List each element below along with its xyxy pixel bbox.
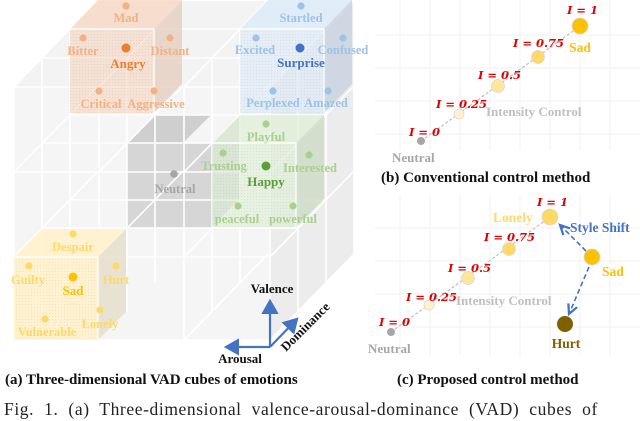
cluster-happy	[212, 115, 324, 227]
start-label-neutral: Neutral	[392, 150, 435, 165]
intensity-label: I = 0.25	[435, 97, 487, 111]
neutral-node	[387, 328, 395, 336]
emotion-label-interested: Interested	[283, 161, 337, 175]
figure-caption: Fig. 1. (a) Three-dimensional valence-ar…	[4, 399, 598, 419]
sad-points: Despair Guilty Hurt Sad Vulnerable Lonel…	[11, 230, 130, 339]
hurt-node	[557, 316, 573, 332]
emotion-label-excited: Excited	[235, 43, 275, 57]
intensity-control-label: Intensity Control	[456, 293, 552, 308]
emotion-label-perplexed: Perplexed	[246, 96, 300, 110]
emotion-label-sad: Sad	[63, 283, 85, 298]
happy-points: Playful Trusting Interested Happy peacef…	[201, 120, 337, 226]
target-label-hurt: Hurt	[552, 336, 581, 351]
sad-node	[583, 248, 601, 266]
intensity-node-0.25	[423, 299, 435, 311]
cluster-surprise	[240, 0, 352, 113]
intensity-node-0.75	[531, 50, 545, 64]
intensity-node-0.25	[453, 108, 465, 120]
end-label-sad: Sad	[569, 40, 591, 55]
emotion-label-happy: Happy	[247, 174, 285, 189]
emotion-label-mad: Mad	[114, 11, 139, 25]
style-shift-arrow-down	[569, 266, 590, 314]
sad-node	[571, 17, 589, 35]
neutral-point: Neutral	[155, 170, 196, 196]
intensity-node-0.75	[502, 242, 516, 256]
cluster-sad	[14, 229, 126, 340]
emotion-label-lonely: Lonely	[82, 317, 120, 331]
panel-c: I = 0 I = 0.25 I = 0.5 I = 0.75 I = 1 Lo…	[368, 195, 640, 356]
intensity-label: I = 0	[408, 125, 440, 139]
emotion-label-aggressive: Aggressive	[127, 97, 185, 111]
intensity-label: I = 0.5	[447, 261, 491, 275]
emotion-label-playful: Playful	[247, 130, 286, 144]
lonely-node	[541, 208, 559, 226]
emotion-label-peaceful: peaceful	[215, 212, 260, 226]
emotion-label-bitter: Bitter	[67, 44, 99, 58]
emotion-label-distant: Distant	[151, 44, 191, 58]
emotion-label-hurt: Hurt	[103, 273, 130, 287]
emotion-label-despair: Despair	[52, 240, 94, 254]
subcaption-b: (b) Conventional control method	[381, 170, 591, 186]
emotion-label-critical: Critical	[81, 97, 122, 111]
source-label-sad: Sad	[602, 264, 624, 279]
intensity-label: I = 0	[378, 315, 410, 329]
surprise-points: Startled Excited Confused Surprise Perpl…	[235, 2, 369, 110]
intensity-control-label: Intensity Control	[486, 104, 582, 119]
cluster-angry	[70, 0, 182, 113]
intensity-node-0.5	[461, 271, 475, 285]
subcaption-a: (a) Three-dimensional VAD cubes of emoti…	[5, 372, 298, 388]
style-shift-arrow	[560, 225, 587, 252]
intensity-label: I = 0.25	[405, 290, 457, 304]
emotion-label-amazed: Amazed	[304, 96, 348, 110]
subcaption-c: (c) Proposed control method	[397, 372, 579, 388]
axis-label-arousal: Arousal	[218, 351, 262, 366]
intensity-node-0.5	[491, 79, 505, 93]
neutral-node	[417, 137, 425, 145]
dominance-arrow	[269, 317, 299, 348]
emotion-label-guilty: Guilty	[11, 273, 46, 287]
intensity-label: I = 0.5	[477, 68, 521, 82]
intensity-label: I = 1	[536, 195, 568, 209]
emotion-label-startled: Startled	[279, 11, 322, 25]
emotion-label-angry: Angry	[110, 56, 146, 71]
axis-label-valence: Valence	[251, 281, 294, 296]
emotion-label-trusting: Trusting	[201, 159, 247, 173]
panel-b: I = 0 I = 0.25 I = 0.5 I = 0.75 I = 1 Sa…	[375, 0, 640, 165]
emotion-label-neutral: Neutral	[155, 182, 196, 196]
emotion-label-powerful: powerful	[269, 212, 317, 226]
intensity-label: I = 0.75	[512, 36, 564, 50]
end-label-lonely: Lonely	[493, 210, 533, 225]
start-label-neutral: Neutral	[368, 341, 411, 356]
intensity-label: I = 0.75	[483, 230, 535, 244]
emotion-label-confused: Confused	[318, 43, 369, 57]
emotion-label-surprise: Surprise	[277, 55, 325, 70]
angry-points: Mad Bitter Distant Angry Critical Aggres…	[67, 2, 190, 111]
style-shift-label: Style Shift	[570, 220, 630, 235]
intensity-label: I = 1	[566, 3, 598, 17]
emotion-label-vulnerable: Vulnerable	[18, 325, 77, 339]
